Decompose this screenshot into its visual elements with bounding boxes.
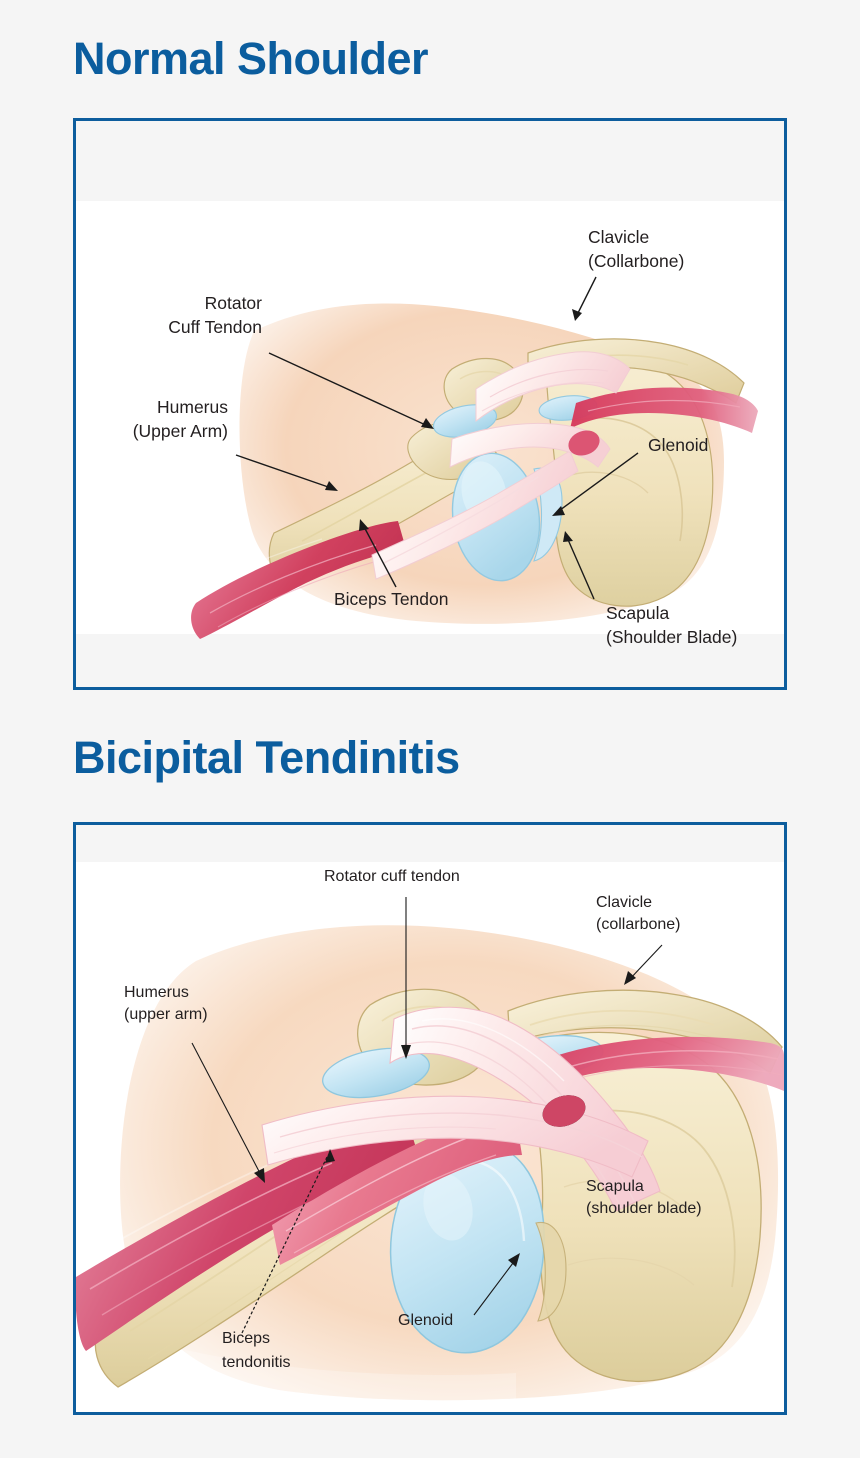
label-biceps-tendon: Biceps Tendon: [334, 589, 449, 609]
label-scapula-2-line2: (shoulder blade): [586, 1200, 702, 1217]
leader-clavicle-2: [627, 944, 663, 982]
leader-glenoid: [555, 452, 639, 514]
arrowhead-scapula: [563, 531, 573, 542]
frame-top-band: [76, 121, 784, 201]
arrowhead-rotator-cuff-2: [401, 1045, 411, 1059]
label-clavicle-2-line2: (collarbone): [596, 916, 680, 933]
leader-humerus: [235, 454, 335, 490]
leader-biceps-tendon: [361, 522, 397, 588]
label-glenoid: Glenoid: [648, 435, 708, 455]
label-clavicle-line2: (Collarbone): [588, 251, 684, 271]
arrowhead-clavicle: [572, 309, 582, 321]
label-rotator-cuff-line2: Cuff Tendon: [168, 317, 262, 337]
figure-bicipital-tendinitis: Rotator cuff tendon Clavicle (collarbone…: [73, 822, 787, 1415]
label-humerus-line1: Humerus: [157, 397, 228, 417]
glenoid-lip-2: [535, 1221, 567, 1322]
label-humerus-2-line1: Humerus: [124, 984, 189, 1001]
biceps-muscle: [187, 521, 406, 639]
page-title-normal-shoulder: Normal Shoulder: [73, 33, 429, 84]
leader-rotator-cuff: [268, 352, 431, 428]
arrowhead-clavicle-2: [624, 971, 636, 985]
coracoid-muscle-nub: [568, 430, 600, 456]
biceps-tendon-structure: [371, 450, 579, 580]
leader-clavicle: [575, 276, 597, 318]
label-clavicle-line1: Clavicle: [588, 227, 649, 247]
biceps-tendonitis-structure: [272, 1118, 522, 1265]
frame-top-band-2: [76, 825, 784, 862]
arrowhead-glenoid: [552, 506, 565, 516]
leader-lines: [235, 276, 639, 600]
frame-bottom-band: [76, 634, 784, 687]
label-biceps-tendonitis-line1: Biceps: [222, 1330, 270, 1347]
label-scapula-2-line1: Scapula: [586, 1178, 644, 1195]
arrowhead-humerus: [325, 481, 338, 491]
bicipital-tendinitis-svg: Rotator cuff tendon Clavicle (collarbone…: [76, 868, 784, 1401]
label-rotator-cuff-2: Rotator cuff tendon: [324, 868, 460, 885]
leader-glenoid-2: [473, 1258, 517, 1316]
label-rotator-cuff-line1: Rotator: [205, 293, 263, 313]
label-scapula-line1: Scapula: [606, 603, 670, 623]
label-biceps-tendonitis-line2: tendonitis: [222, 1354, 291, 1371]
arrowhead-biceps-tendonitis: [325, 1149, 335, 1163]
leader-humerus-2: [191, 1042, 263, 1178]
arrowhead-humerus-2: [254, 1168, 265, 1183]
label-scapula-line2: (Shoulder Blade): [606, 627, 737, 647]
label-humerus-2-line2: (upper arm): [124, 1006, 208, 1023]
illustration-bicipital-tendinitis: Rotator cuff tendon Clavicle (collarbone…: [76, 825, 784, 1412]
rotator-cuff-tendon-structure: [449, 351, 631, 468]
label-glenoid-2: Glenoid: [398, 1312, 453, 1329]
leader-lines-2: [191, 897, 663, 1334]
figure-normal-shoulder: Clavicle (Collarbone) Rotator Cuff Tendo…: [73, 118, 787, 690]
arrowhead-rotator-cuff: [421, 418, 434, 429]
normal-shoulder-svg: Clavicle (Collarbone) Rotator Cuff Tendo…: [133, 227, 758, 647]
label-clavicle-2-line1: Clavicle: [596, 894, 652, 911]
page-title-bicipital-tendinitis: Bicipital Tendinitis: [73, 732, 460, 783]
leader-biceps-tendonitis: [241, 1154, 329, 1334]
arrowhead-biceps-tendon: [359, 519, 369, 531]
arrowhead-glenoid-2: [508, 1253, 520, 1267]
leader-scapula: [565, 534, 595, 600]
coracoid-muscle-nub-2: [542, 1095, 586, 1127]
label-humerus-line2: (Upper Arm): [133, 421, 228, 441]
muscle-band-right: [570, 387, 758, 433]
illustration-normal-shoulder: Clavicle (Collarbone) Rotator Cuff Tendo…: [76, 121, 784, 687]
